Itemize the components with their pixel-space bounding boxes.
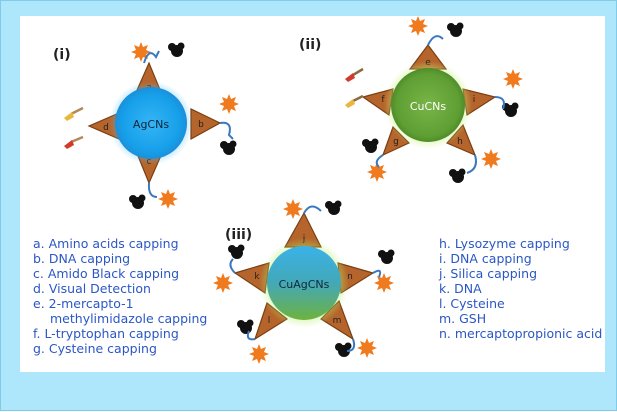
paintbrush-icon	[64, 135, 84, 149]
black-blob-icon	[378, 249, 395, 264]
ag-core	[115, 87, 187, 159]
burst-icon	[131, 42, 151, 62]
curved-arrow-icon	[494, 96, 505, 110]
cuag-core	[267, 246, 341, 320]
burst-icon	[219, 94, 239, 114]
legend-item: a. Amino acids capping	[33, 236, 179, 251]
black-blob-icon	[362, 138, 379, 153]
curved-arrow-icon	[375, 154, 384, 168]
black-blob-icon	[447, 22, 464, 37]
curved-arrow-icon	[466, 154, 477, 174]
arm-letter-g: g	[393, 137, 399, 147]
black-blob-icon	[325, 200, 342, 215]
curved-arrow-icon	[246, 330, 256, 341]
panel-ii-label: (ii)	[299, 37, 321, 53]
legend-item: i. DNA capping	[439, 251, 532, 266]
arm-letter-h: h	[457, 137, 463, 147]
curved-arrow-icon	[147, 182, 158, 198]
burst-icon	[213, 273, 233, 293]
curved-arrow-icon	[372, 269, 382, 278]
burst-icon	[408, 16, 428, 36]
legend-item: d. Visual Detection	[33, 281, 151, 296]
burst-icon	[374, 273, 394, 293]
burst-icon	[249, 344, 269, 364]
curved-arrow-icon	[303, 205, 322, 214]
burst-icon	[503, 69, 523, 89]
panel-ii: (ii) e i h g f CuCNs	[299, 16, 523, 183]
burst-icon	[357, 338, 377, 358]
legend-item: k. DNA	[439, 281, 482, 296]
curved-arrow-icon	[219, 121, 234, 140]
legend-item: l. Cysteine	[439, 296, 505, 311]
arm-letter-b: b	[198, 120, 204, 130]
paintbrush-icon	[64, 106, 84, 121]
burst-icon	[158, 189, 178, 209]
arm-b: b	[190, 108, 222, 141]
legend-item: methylimidazole capping	[50, 311, 208, 326]
burst-icon	[481, 149, 501, 169]
burst-icon	[283, 199, 303, 219]
legend-item: b. DNA capping	[33, 251, 131, 266]
burst-icon	[367, 162, 387, 182]
black-blob-icon	[237, 319, 254, 334]
panel-iii: (iii) j n m l k CuAgCNs	[213, 199, 395, 364]
black-blob-icon	[129, 194, 146, 209]
legend-item: f. L-tryptophan capping	[33, 326, 179, 341]
curved-arrow-icon	[143, 50, 160, 64]
arm-letter-f: f	[381, 95, 385, 105]
legend-left: a. Amino acids capping b. DNA capping c.…	[33, 236, 207, 356]
legend-item: h. Lysozyme capping	[439, 236, 570, 251]
curved-arrow-icon	[229, 258, 236, 274]
black-blob-icon	[220, 140, 237, 155]
paintbrush-icon	[345, 94, 364, 108]
arm-letter-m: m	[333, 316, 342, 326]
legend-item: g. Cysteine capping	[33, 341, 157, 356]
legend-item: c. Amido Black capping	[33, 266, 180, 281]
panel-i: (i) a b c d AgCNs	[53, 42, 239, 209]
black-blob-icon	[502, 102, 519, 117]
legend-right: h. Lysozyme capping i. DNA capping j. Si…	[439, 236, 602, 341]
black-blob-icon	[228, 244, 245, 259]
paintbrush-icon	[345, 67, 364, 82]
legend-item: j. Silica capping	[439, 266, 538, 281]
legend-item: m. GSH	[439, 311, 487, 326]
arm-letter-k: k	[254, 272, 260, 282]
panel-i-label: (i)	[53, 47, 71, 63]
black-blob-icon	[449, 168, 466, 183]
black-blob-icon	[168, 42, 185, 57]
black-blob-icon	[335, 342, 352, 357]
legend-item: e. 2-mercapto-1	[33, 296, 134, 311]
cu-core	[391, 68, 465, 142]
legend-item: n. mercaptopropionic acid	[439, 326, 603, 341]
arm-letter-n: n	[347, 272, 353, 282]
curved-arrow-icon	[346, 338, 356, 352]
cuag-core-label: CuAgCNs	[279, 278, 330, 291]
ag-core-label: AgCNs	[133, 118, 169, 131]
arm-letter-d: d	[103, 123, 109, 133]
panel-iii-label: (iii)	[225, 227, 252, 243]
arm-letter-i: i	[473, 95, 476, 105]
arm-letter-l: l	[268, 316, 271, 326]
cu-core-label: CuCNs	[410, 100, 447, 113]
curved-arrow-icon	[427, 35, 444, 46]
